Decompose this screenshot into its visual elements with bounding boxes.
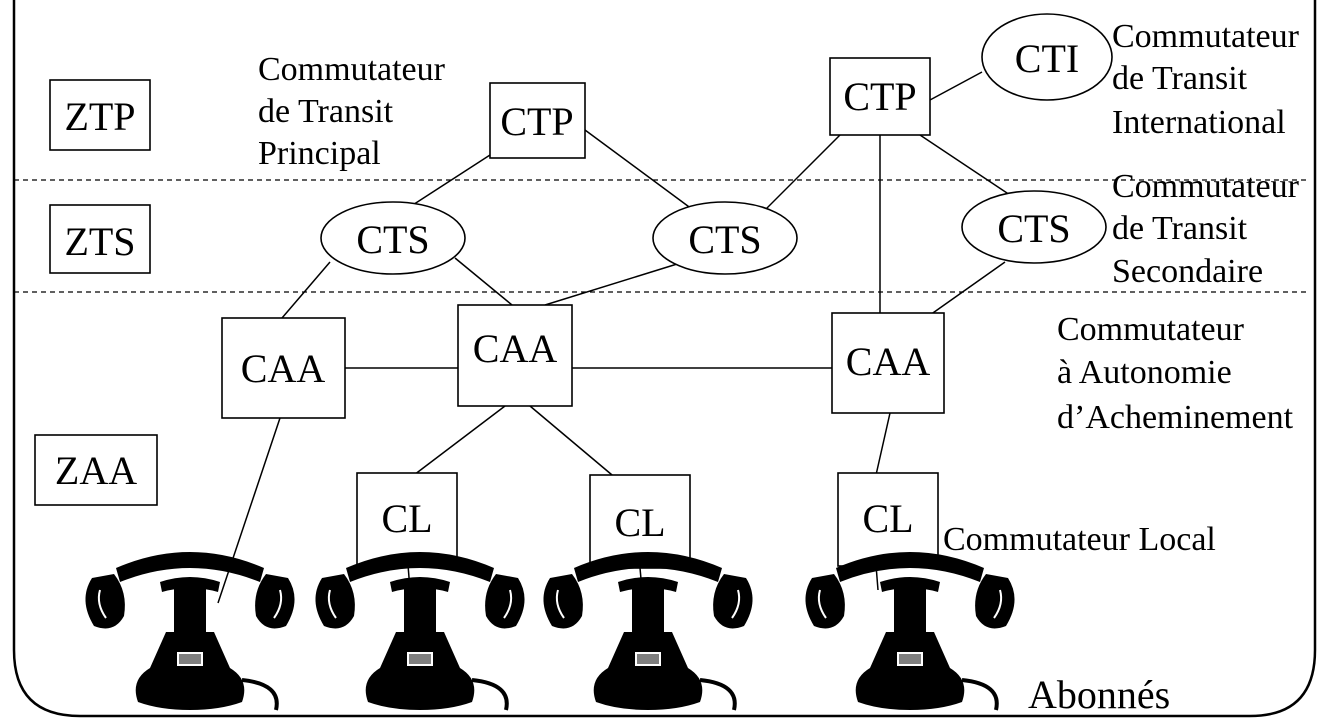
node-cl-1: CL: [356, 472, 458, 567]
desc-ctp: Commutateur de Transit Principal: [258, 51, 446, 172]
desc-cl: Commutateur Local: [943, 521, 1216, 558]
node-caa-mid: CAA: [457, 304, 573, 407]
node-ctp-left: CTP: [489, 82, 586, 159]
node-label: CAA: [241, 346, 326, 391]
zone-label: ZAA: [55, 448, 137, 493]
link: [919, 134, 1011, 196]
node-caa-left: CAA: [221, 317, 346, 419]
node-ctp-right: CTP: [829, 57, 931, 136]
link: [929, 261, 1006, 316]
node-cl-3: CL: [837, 472, 939, 567]
zone-zaa: ZAA: [34, 434, 158, 506]
node-cts-left: CTS: [320, 201, 466, 275]
desc-line: à Autonomie: [1057, 354, 1232, 391]
node-label: CTP: [500, 99, 573, 144]
node-label: CTS: [688, 217, 761, 262]
desc-line: Commutateur: [258, 51, 446, 88]
node-label: CL: [614, 500, 665, 545]
node-cts-mid: CTS: [652, 201, 798, 275]
link: [529, 405, 619, 481]
desc-line: International: [1112, 104, 1286, 141]
frame-border: [12, 0, 1317, 718]
telephone-icon: [313, 550, 527, 712]
link: [759, 134, 841, 216]
zone-zts: ZTS: [49, 204, 151, 274]
telephone-icon: [803, 550, 1017, 712]
node-label: CTS: [997, 206, 1070, 251]
desc-line: de Transit: [1112, 210, 1248, 247]
desc-caa: Commutateur à Autonomie d’Acheminement: [1057, 311, 1294, 436]
zone-label: ZTP: [64, 94, 135, 139]
desc-line: Commutateur: [1112, 168, 1300, 205]
node-label: CTP: [843, 74, 916, 119]
telephone-icon: [541, 550, 755, 712]
link: [929, 71, 983, 101]
desc-line: Principal: [258, 135, 381, 172]
link: [281, 261, 331, 319]
node-label: CTS: [356, 217, 429, 262]
link: [875, 412, 891, 476]
zone-ztp: ZTP: [49, 79, 151, 151]
desc-line: Secondaire: [1112, 253, 1263, 290]
desc-line: de Transit: [258, 93, 394, 130]
node-label: CL: [862, 496, 913, 541]
links: [217, 71, 1011, 604]
node-label: CTI: [1015, 36, 1079, 81]
node-label: CAA: [473, 326, 558, 371]
telephone-icon: [83, 550, 297, 712]
desc-cti: Commutateur de Transit International: [1112, 18, 1300, 141]
desc-line: d’Acheminement: [1057, 399, 1294, 436]
link: [404, 154, 491, 211]
link: [409, 405, 506, 479]
desc-line: Commutateur: [1112, 18, 1300, 55]
link: [544, 259, 691, 306]
node-caa-right: CAA: [831, 312, 945, 414]
zone-label: ZTS: [64, 219, 135, 264]
subscribers-label: Abonnés: [1028, 672, 1170, 717]
node-label: CL: [381, 496, 432, 541]
node-label: CAA: [846, 339, 931, 384]
desc-cts: Commutateur de Transit Secondaire: [1112, 168, 1300, 290]
link: [454, 257, 513, 306]
desc-line: Commutateur: [1057, 311, 1245, 348]
node-cts-right: CTS: [961, 190, 1107, 264]
desc-line: de Transit: [1112, 60, 1248, 97]
node-cti: CTI: [981, 13, 1113, 101]
link: [584, 129, 701, 216]
